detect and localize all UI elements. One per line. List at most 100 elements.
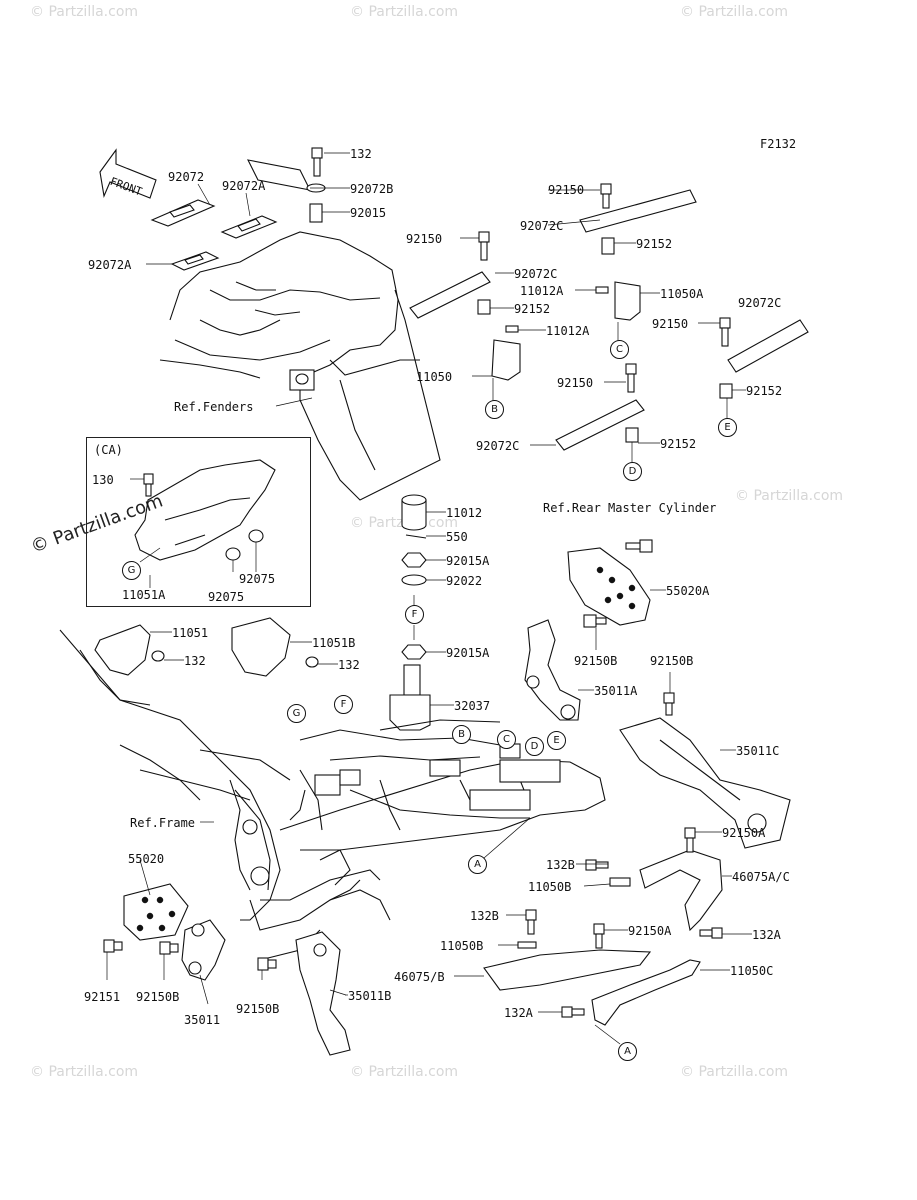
part-label: 92072C	[514, 267, 558, 281]
collar-92152-a	[601, 237, 615, 255]
part-label: 92075	[208, 590, 245, 604]
step-plate-55020	[123, 883, 189, 941]
bracket-11051	[94, 624, 165, 676]
part-label: 11050	[416, 370, 453, 384]
bolt-92150-a	[600, 183, 612, 209]
part-label: 92150B	[574, 654, 618, 668]
part-label: 46075A/C	[732, 870, 790, 884]
bracket-35011B	[295, 931, 351, 1056]
part-label: 92151	[84, 990, 121, 1004]
part-label: 132A	[504, 1006, 533, 1020]
part-label: 92150A	[722, 826, 766, 840]
part-label: 92072C	[738, 296, 782, 310]
part-label: 92072	[168, 170, 205, 184]
part-label: 35011B	[348, 989, 392, 1003]
bracket-11050C	[591, 959, 701, 1026]
bracket-35011	[181, 919, 226, 981]
part-label: 11050C	[730, 964, 774, 978]
part-label: 132B	[546, 858, 575, 872]
bolt-132B-a	[585, 859, 609, 871]
nut-92015A-2	[401, 644, 427, 660]
part-label: 11012A	[520, 284, 564, 298]
part-label: 132A	[752, 928, 781, 942]
guard-46075B	[483, 949, 652, 991]
callout-f: F	[405, 605, 424, 624]
bolt-92150B-b	[663, 692, 675, 716]
watermark: © Partzilla.com	[30, 1064, 139, 1080]
bolt-92150-d	[625, 363, 637, 393]
guard-46075AC	[639, 849, 723, 932]
ref-frame: Ref.Frame	[130, 816, 196, 830]
part-label: 92150	[548, 183, 585, 197]
nut-92015A	[401, 552, 427, 568]
inset-box-ca	[86, 437, 311, 607]
part-label: 92015A	[446, 554, 490, 568]
part-label: 550	[446, 530, 468, 544]
part-label: 92152	[514, 302, 551, 316]
bolt-92150A-b	[593, 923, 605, 949]
part-label: 132	[350, 147, 372, 161]
part-label: 130	[92, 473, 114, 487]
part-label: 92150	[652, 317, 689, 331]
part-label: 55020	[128, 852, 165, 866]
part-label: 132B	[470, 909, 499, 923]
watermark: © Partzilla.com	[680, 4, 789, 20]
callout-b: B	[485, 400, 504, 419]
callout-f: F	[334, 695, 353, 714]
part-label: 92152	[660, 437, 697, 451]
front-arrow-icon: FRONT	[99, 148, 157, 199]
watermark: © Partzilla.com	[350, 1064, 459, 1080]
inset-part-11051A	[134, 459, 276, 561]
main-frame	[59, 629, 606, 961]
watermark: © Partzilla.com	[680, 1064, 789, 1080]
bracket-35011A	[524, 619, 581, 721]
callout-d: D	[525, 737, 544, 756]
bracket-11050	[491, 339, 521, 381]
part-label: 32037	[454, 699, 491, 713]
part-label: 92150B	[650, 654, 694, 668]
strap-92072C-c	[727, 319, 809, 373]
part-label: 92072C	[520, 219, 564, 233]
bracket-11051B	[231, 617, 319, 677]
bolt-ref-rear	[625, 539, 653, 553]
pin-11012A-a	[595, 286, 609, 294]
strap-92072A-2	[170, 251, 220, 271]
part-label: 92152	[746, 384, 783, 398]
part-label: 92015	[350, 206, 387, 220]
strap-92072A	[220, 215, 278, 239]
part-label: 92150B	[136, 990, 180, 1004]
watermark: © Partzilla.com	[735, 488, 844, 504]
pin-550	[405, 534, 427, 539]
collar-92152-b	[477, 299, 491, 315]
leader-lines	[106, 152, 752, 1045]
part-label: 55020A	[666, 584, 710, 598]
bolt-132	[306, 147, 326, 223]
part-label: 92150	[557, 376, 594, 390]
bracket-32037	[389, 664, 431, 731]
ref-rear-master-cylinder: Ref.Rear Master Cylinder	[543, 501, 717, 515]
bolt-92150B-c	[159, 941, 179, 955]
part-label: 92072C	[476, 439, 520, 453]
part-label: 92072A	[222, 179, 266, 193]
callout-b: B	[452, 725, 471, 744]
part-label: 35011	[184, 1013, 221, 1027]
pin-11012A-b	[505, 325, 519, 333]
part-label: 46075/B	[394, 970, 445, 984]
part-label: 11012	[446, 506, 483, 520]
bolt-92150-c	[719, 317, 731, 347]
callout-c: C	[610, 340, 629, 359]
callout-e: E	[547, 731, 566, 750]
part-label: 35011A	[594, 684, 638, 698]
part-label: 92072B	[350, 182, 394, 196]
step-plate-55020A	[567, 547, 651, 626]
part-label: 11050B	[528, 880, 572, 894]
bolt-92150-b	[478, 231, 490, 261]
part-label: 11051B	[312, 636, 356, 650]
bolt-92150B-d	[257, 957, 277, 971]
part-label: 11051A	[122, 588, 166, 602]
collar-92152-c	[719, 383, 733, 399]
part-label: 11050A	[660, 287, 704, 301]
rubber-11012	[401, 494, 427, 531]
inset-title: (CA)	[94, 443, 123, 457]
